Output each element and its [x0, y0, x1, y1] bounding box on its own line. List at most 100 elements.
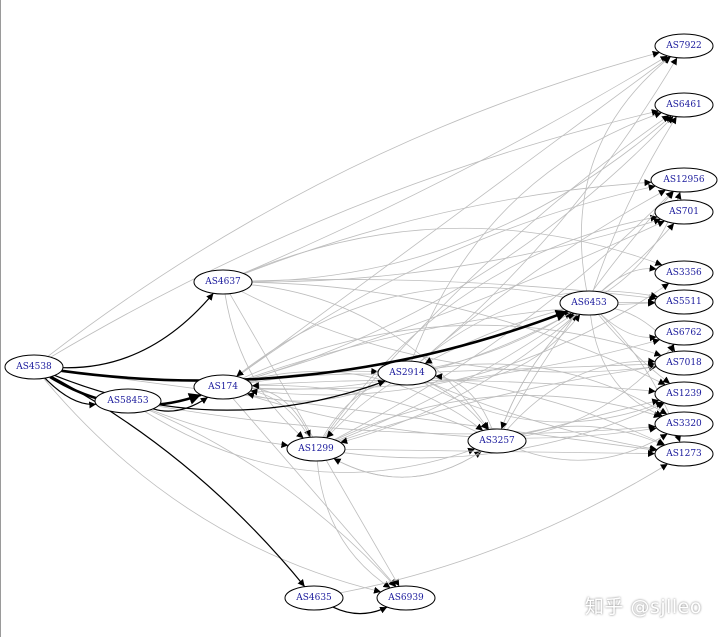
node-as4635-label: AS4635 [295, 593, 332, 603]
edge-as4538-to-as4635 [51, 375, 306, 587]
edge-as174-to-as3320 [245, 393, 657, 439]
left-border-rule [0, 0, 1, 637]
edge-as2914-to-as3320 [433, 363, 668, 415]
node-as3257: AS3257 [467, 428, 527, 454]
edge-as2914-to-as3257 [426, 381, 489, 430]
edge-as58453-to-as174 [152, 396, 209, 412]
node-as12956-shape [650, 167, 718, 193]
node-as1239-shape [654, 381, 714, 407]
edge-as6453-to-as1299 [340, 313, 577, 445]
node-as58453: AS58453 [94, 388, 162, 414]
node-as1299-label: AS1299 [297, 444, 334, 454]
edge-as174-to-as3257 [247, 371, 484, 431]
node-as5511-label: AS5511 [665, 297, 702, 307]
edge-as2914-to-as1299 [326, 382, 392, 439]
edge-as6453-to-as6762 [600, 313, 657, 342]
edge-as4637-to-as7922 [243, 55, 668, 274]
node-as6453-label: AS6453 [570, 298, 607, 308]
edge-as2914-to-as12956 [419, 189, 666, 363]
node-as4637: AS4637 [193, 269, 253, 295]
edge-as6453-to-as1239 [597, 314, 671, 384]
edge-as58453-to-as1299 [150, 409, 289, 448]
edge-as1299-to-as3320 [334, 395, 662, 441]
edge-as4637-to-as3356 [243, 227, 663, 274]
edge-as6453-to-as174 [236, 286, 564, 377]
node-as701-label: AS701 [668, 207, 699, 217]
edge-as3257-to-as3320 [518, 433, 668, 461]
node-as6939-shape [376, 585, 436, 611]
edge-as58453-to-as3257 [144, 411, 476, 473]
node-as4637-label: AS4637 [204, 277, 241, 287]
node-as1273-shape [654, 441, 714, 467]
edge-as1299-to-as174 [250, 388, 310, 438]
edge-as4538-to-as2914 [54, 374, 386, 411]
node-as6762-label: AS6762 [665, 328, 702, 338]
node-as3257-label: AS3257 [478, 436, 515, 446]
node-as1273: AS1273 [654, 441, 714, 467]
node-as12956: AS12956 [650, 167, 718, 193]
edge-as2914-to-as1273 [427, 381, 658, 452]
edge-as3257-to-as1239 [521, 398, 660, 436]
edge-as2914-to-as7018 [435, 360, 656, 373]
edge-as6453-to-as7922 [580, 56, 671, 292]
edge-as4635-to-as6939 [332, 606, 388, 615]
edge-as4538-to-as7922 [47, 50, 660, 357]
node-as174-shape [193, 374, 253, 400]
node-as4538-label: AS4538 [15, 362, 52, 372]
edge-as1299-to-as6939 [316, 460, 391, 589]
edge-as6453-to-as7018 [614, 308, 676, 352]
node-as5511-shape [654, 289, 714, 315]
edge-as4635-to-as1273 [340, 463, 669, 594]
node-as7922: AS7922 [654, 33, 714, 59]
node-as6762: AS6762 [654, 320, 714, 346]
edge-as174-to-as3356 [250, 282, 670, 396]
edge-as4538-to-as1273 [61, 370, 657, 453]
edge-as4637-to-as12956 [244, 179, 652, 275]
node-as58453-label: AS58453 [106, 396, 149, 406]
node-as6939-label: AS6939 [387, 593, 424, 603]
node-as7018-shape [654, 350, 714, 376]
node-as7922-shape [654, 33, 714, 59]
node-as4637-shape [193, 269, 253, 295]
edge-as174-to-as7922 [236, 56, 671, 377]
edge-as3257-to-as2914 [435, 373, 493, 430]
edge-as1299-to-as12956 [334, 191, 674, 441]
edge-as4637-to-as6461 [251, 115, 672, 282]
edge-as58453-to-as3320 [157, 405, 656, 435]
edge-as6453-to-as3257 [500, 313, 578, 430]
edge-as4637-to-as701 [251, 217, 662, 283]
node-as6461-shape [654, 92, 714, 118]
node-as58453-shape [94, 388, 162, 414]
edge-as3257-to-as174 [251, 382, 478, 433]
node-as1299: AS1299 [286, 436, 346, 462]
edge-as4538-to-as4637 [62, 292, 214, 369]
edge-as3257-to-as7018 [506, 357, 656, 430]
node-as6461-label: AS6461 [665, 100, 702, 110]
node-as2914-label: AS2914 [388, 368, 425, 378]
edge-as2914-to-as7922 [419, 57, 678, 363]
edge-as6453-to-as6461 [592, 116, 677, 292]
node-as174: AS174 [193, 374, 253, 400]
gray-edges [43, 50, 682, 594]
node-as6762-shape [654, 320, 714, 346]
edge-as6453-to-as3356 [600, 264, 657, 293]
edge-as58453-to-as6939 [149, 409, 396, 588]
node-as701: AS701 [654, 199, 714, 225]
node-as12956-label: AS12956 [662, 175, 705, 185]
edge-as6453-to-as2914 [424, 308, 565, 364]
edge-as4538-to-as6461 [50, 109, 659, 358]
node-as3320: AS3320 [654, 411, 714, 437]
node-as7018: AS7018 [654, 350, 714, 376]
node-as1239-label: AS1239 [665, 389, 702, 399]
edge-as6453-to-as3320 [590, 314, 663, 417]
node-as701-shape [654, 199, 714, 225]
node-as1299-shape [286, 436, 346, 462]
node-as7018-label: AS7018 [665, 358, 702, 368]
watermark: 知乎 @sjlleo [584, 596, 702, 618]
edge-as174-to-as12956 [237, 184, 656, 377]
node-as5511: AS5511 [654, 289, 714, 315]
edge-as1299-to-as701 [323, 214, 658, 438]
edge-as174-to-as7018 [242, 324, 662, 379]
edge-as174-to-as6939 [232, 398, 397, 587]
